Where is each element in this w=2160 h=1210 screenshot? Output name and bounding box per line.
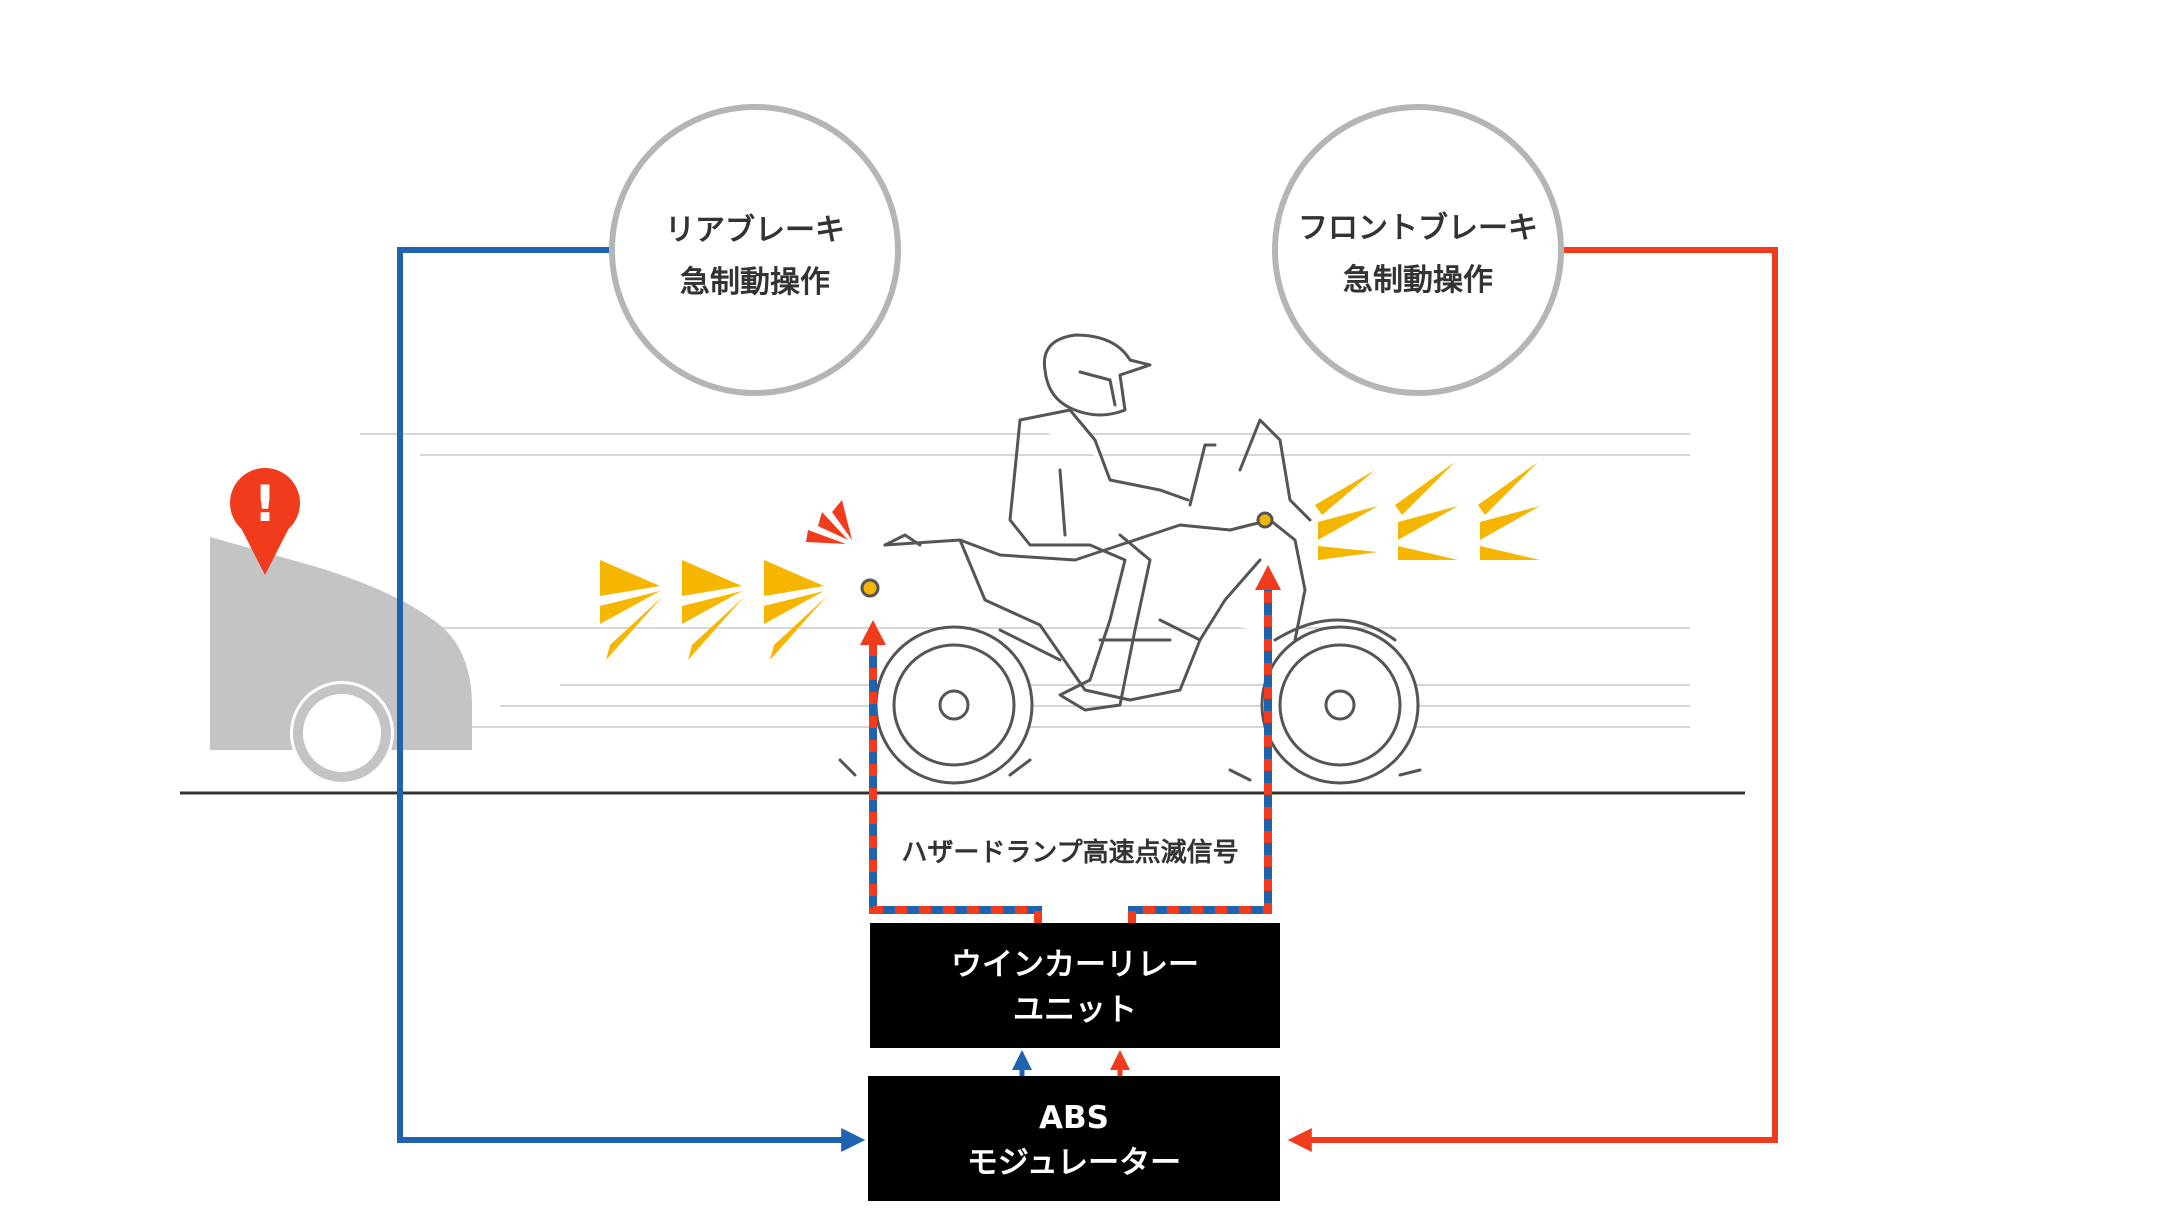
- following-car-icon: [210, 537, 472, 785]
- front-brake-label-2: 急制動操作: [1343, 263, 1493, 298]
- hazard-signal-line-front: [1128, 565, 1281, 923]
- speed-lines: [360, 433, 1690, 728]
- front-brake-node: フロントブレーキ 急制動操作: [1272, 104, 1564, 396]
- abs-unit-label-2: モジュレーター: [967, 1145, 1181, 1181]
- relay-unit-label-2: ユニット: [1013, 992, 1137, 1028]
- winker-relay-unit-box: ウインカーリレー ユニット: [870, 923, 1280, 1048]
- front-hazard-flash-icon: [1315, 462, 1540, 560]
- rear-brake-signal-line: [397, 247, 866, 1152]
- rear-hazard-flash-icon: [600, 560, 826, 660]
- relay-unit-label-1: ウインカーリレー: [951, 947, 1199, 983]
- abs-unit-label-1: ABS: [1039, 1100, 1109, 1136]
- rear-brake-label-1: リアブレーキ: [665, 213, 845, 248]
- front-brake-label-1: フロントブレーキ: [1298, 211, 1538, 246]
- abs-modulator-box: ABS モジュレーター: [868, 1076, 1280, 1201]
- rear-brake-node: リアブレーキ 急制動操作: [609, 104, 901, 396]
- alert-symbol: !: [254, 475, 277, 533]
- hazard-signal-label: ハザードランプ高速点滅信号: [901, 837, 1238, 868]
- alert-pin-icon: !: [230, 468, 300, 575]
- front-brake-signal-line: [1287, 247, 1778, 1152]
- hazard-signal-line-rear: [860, 620, 1042, 923]
- motorcycle-rider-illustration: [838, 333, 1422, 785]
- rear-brake-label-2: 急制動操作: [680, 265, 830, 300]
- brake-light-burst-icon: [806, 500, 852, 544]
